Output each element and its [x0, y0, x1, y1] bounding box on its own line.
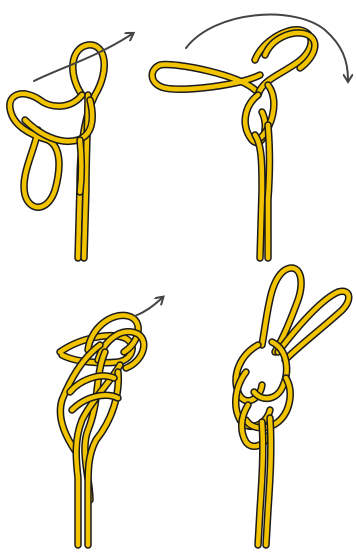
up-right-icon: [135, 298, 162, 316]
up-right-icon: [34, 34, 132, 81]
step-1-rope: [10, 45, 104, 258]
step-3-illustration: [60, 298, 162, 545]
rope-strand: [268, 125, 270, 258]
step-3-rope: [60, 315, 144, 545]
rope-strand: [80, 140, 82, 192]
step-2-rope: [152, 30, 315, 258]
rope-strand: [262, 268, 301, 352]
step-2-illustration: [152, 15, 348, 258]
step-1-illustration: [10, 34, 132, 258]
step-4-rope: [236, 268, 349, 545]
rope-strand-outline: [10, 94, 82, 207]
step-4-illustration: [236, 268, 349, 545]
